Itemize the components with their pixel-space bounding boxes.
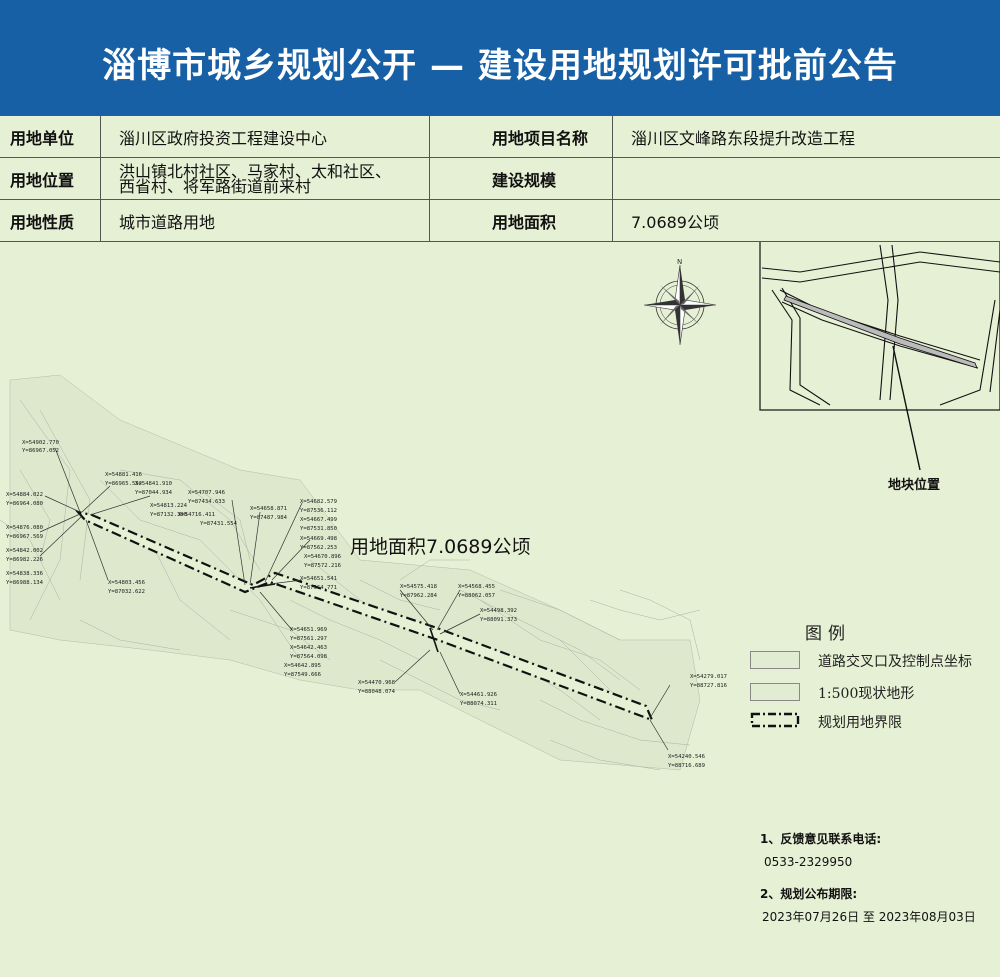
planned-road-boundary	[74, 510, 655, 722]
area-label: 用地面积	[429, 199, 613, 242]
inset-location-label: 地块位置	[888, 478, 941, 493]
coord-label: Y=87549.666	[284, 672, 321, 678]
coord-label: Y=87562.253	[300, 545, 337, 551]
info-row: 用地单位 淄川区政府投资工程建设中心 用地项目名称 淄川区文峰路东段提升改造工程	[0, 115, 1000, 158]
coord-label: Y=88716.689	[668, 763, 705, 769]
coord-label: Y=88062.057	[458, 593, 495, 599]
coord-label: Y=88048.074	[358, 689, 396, 695]
coord-label: Y=87572.216	[304, 563, 341, 569]
coord-label: X=54498.392	[480, 608, 517, 614]
coord-label: X=54902.770	[22, 440, 59, 446]
coordinate-leaders	[39, 447, 671, 751]
coord-label: Y=86965.552	[105, 481, 142, 487]
coord-label: X=54838.336	[6, 571, 43, 577]
coord-label: Y=87962.284	[400, 593, 438, 599]
coord-label: Y=87536.112	[300, 508, 337, 514]
coord-label: X=54707.946	[188, 490, 225, 496]
site-plan-map: X=54902.770 Y=86967.052 X=54884.022 Y=86…	[0, 242, 1000, 771]
coord-label: Y=86967.052	[22, 448, 59, 454]
coord-label: Y=88091.373	[480, 617, 517, 623]
scale-label: 建设规模	[429, 157, 613, 200]
feedback-label: 1、反馈意见联系电话:	[760, 832, 882, 846]
location-value: 洪山镇北村社区、马家村、太和社区、 西省村、将军路街道前来村	[100, 157, 430, 200]
terrain-swatch	[750, 683, 800, 701]
coord-label: X=54842.002	[6, 548, 43, 554]
location-line-2: 西省村、将军路街道前来村	[119, 176, 312, 196]
period-label: 2、规划公布期限:	[760, 887, 858, 901]
info-table: 用地单位 淄川区政府投资工程建设中心 用地项目名称 淄川区文峰路东段提升改造工程…	[0, 115, 1000, 242]
coord-label: X=54658.871	[250, 506, 287, 512]
coord-label: Y=86988.134	[6, 580, 44, 586]
coord-label: X=54884.022	[6, 492, 43, 498]
info-row: 用地性质 城市道路用地 用地面积 7.0689公顷	[0, 199, 1000, 242]
coord-label: X=54461.926	[460, 692, 497, 698]
coord-label: X=54651.541	[300, 576, 337, 582]
period-value: 2023年07月26日 至 2023年08月03日	[762, 910, 976, 924]
legend-title: 图例	[805, 624, 851, 644]
location-label: 用地位置	[0, 157, 101, 200]
boundary-swatch	[750, 712, 800, 728]
legend-label: 规划用地界限	[818, 715, 902, 731]
info-row: 用地位置 洪山镇北村社区、马家村、太和社区、 西省村、将军路街道前来村 建设规模	[0, 157, 1000, 200]
coord-label: Y=88074.311	[460, 701, 497, 707]
coord-label: Y=87561.297	[290, 636, 327, 642]
coordinate-swatch	[750, 651, 800, 669]
nature-label: 用地性质	[0, 199, 101, 242]
project-label: 用地项目名称	[429, 115, 613, 158]
north-label: N	[677, 258, 682, 266]
coord-label: X=54642.895	[284, 663, 321, 669]
coord-label: Y=87434.633	[188, 499, 225, 505]
inset-location-map	[759, 242, 1000, 471]
coord-label: X=54803.456	[108, 580, 145, 586]
legend-label: 1:500现状地形	[818, 686, 915, 702]
coord-label: Y=87032.622	[108, 589, 145, 595]
coord-label: X=54667.499	[300, 517, 337, 523]
coord-label: Y=86967.569	[6, 534, 43, 540]
coord-label: X=54651.969	[290, 627, 327, 633]
coord-label: X=54841.910	[135, 481, 172, 487]
coord-label: X=54669.498	[300, 536, 338, 542]
coordinate-labels: X=54902.770 Y=86967.052 X=54884.022 Y=86…	[6, 440, 727, 769]
coord-label: X=54670.896	[304, 554, 341, 560]
coord-label: Y=87531.850	[300, 526, 337, 532]
coord-label: X=54682.579	[300, 499, 337, 505]
location-line-1: 洪山镇北村社区、马家村、太和社区、	[119, 161, 392, 181]
coord-label: X=54642.463	[290, 645, 327, 651]
coord-label: X=54716.411	[178, 512, 215, 518]
coord-label: X=54240.546	[668, 754, 705, 760]
coord-label: X=54279.017	[690, 674, 727, 680]
header-banner: 淄博市城乡规划公开 — 建设用地规划许可批前公告	[0, 0, 1000, 115]
coord-label: X=54813.224	[150, 503, 188, 509]
coord-label: Y=87044.934	[135, 490, 173, 496]
page-title: 淄博市城乡规划公开 — 建设用地规划许可批前公告	[102, 46, 898, 86]
coord-label: Y=88727.816	[690, 683, 727, 689]
coord-label: Y=87564.771	[300, 585, 337, 591]
unit-value: 淄川区政府投资工程建设中心	[100, 115, 430, 158]
unit-label: 用地单位	[0, 115, 101, 158]
coord-label: Y=87487.984	[250, 515, 288, 521]
coord-label: Y=87431.554	[200, 521, 238, 527]
scale-value	[612, 157, 1000, 200]
coord-label: X=54470.968	[358, 680, 396, 686]
area-value: 7.0689公顷	[612, 199, 1000, 242]
coord-label: X=54575.418	[400, 584, 438, 590]
north-compass-icon: N	[643, 258, 717, 346]
nature-value: 城市道路用地	[100, 199, 430, 242]
coord-label: X=54876.080	[6, 525, 43, 531]
coord-label: Y=87564.098	[290, 654, 328, 660]
legend-label: 道路交叉口及控制点坐标	[818, 654, 972, 670]
coord-label: X=54881.416	[105, 472, 142, 478]
feedback-phone: 0533-2329950	[764, 855, 853, 869]
coord-label: Y=86964.080	[6, 501, 43, 507]
coord-label: X=54568.455	[458, 584, 495, 590]
coord-label: Y=87132.380	[150, 512, 187, 518]
project-value: 淄川区文峰路东段提升改造工程	[612, 115, 1000, 158]
map-area-label: 用地面积7.0689公顷	[350, 536, 531, 558]
coord-label: Y=86982.226	[6, 557, 43, 563]
